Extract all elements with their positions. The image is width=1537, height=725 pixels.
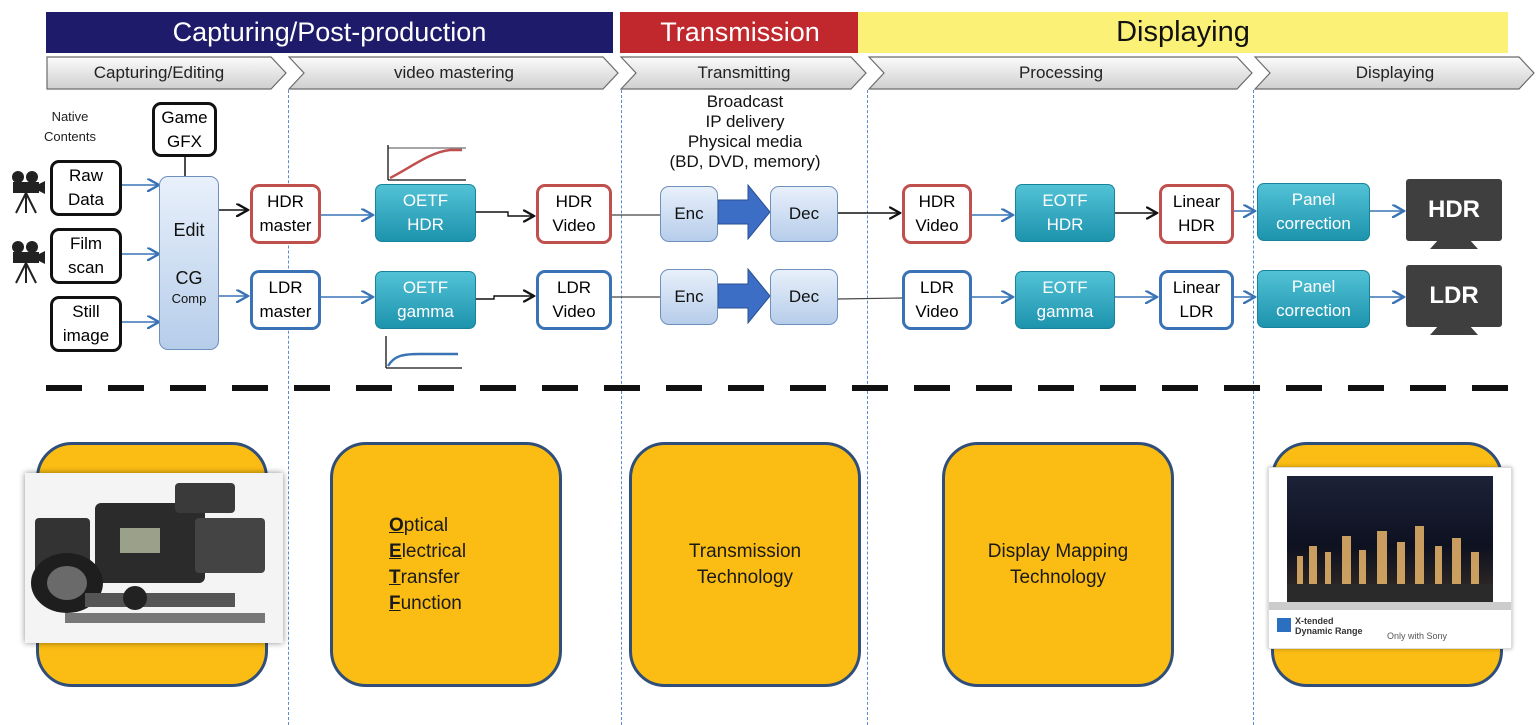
oetf-rest: unction bbox=[400, 592, 462, 614]
ldr-decoder: Dec bbox=[770, 269, 838, 325]
film-camera-icon bbox=[12, 171, 45, 214]
linear-hdr: Linear HDR bbox=[1159, 184, 1234, 244]
camera-card bbox=[25, 442, 283, 687]
ldr-curve-icon bbox=[385, 336, 462, 369]
phase-transmission: Transmission bbox=[620, 12, 860, 53]
oetf-initial: T bbox=[389, 566, 401, 588]
oetf-initial: E bbox=[389, 540, 402, 562]
eotf-gamma-block: EOTF gamma bbox=[1015, 271, 1115, 329]
hdr-curve-icon bbox=[387, 145, 466, 181]
still-image-source: Still image bbox=[50, 296, 122, 352]
stage-displaying: Displaying bbox=[1254, 56, 1536, 90]
stage-label: Processing bbox=[1018, 63, 1104, 82]
oetf-gamma-block: OETF gamma bbox=[375, 271, 476, 329]
stage-label: Transmitting bbox=[697, 63, 791, 82]
tv-brand-line1: X-tended bbox=[1295, 616, 1334, 626]
oetf-rest: ptical bbox=[403, 514, 449, 536]
ldr-video-out: LDR Video bbox=[536, 270, 612, 330]
hdr-video-out: HDR Video bbox=[536, 184, 612, 244]
comp-label: Comp bbox=[171, 291, 207, 306]
hdr-master: HDR master bbox=[250, 184, 321, 244]
cg-label: CG bbox=[175, 268, 203, 288]
edit-label: Edit bbox=[173, 220, 205, 240]
tv-card: X-tended Dynamic Range Only with Sony bbox=[1268, 442, 1512, 687]
hdr-display-label: HDR bbox=[1406, 179, 1502, 241]
stage-video-mastering: video mastering bbox=[288, 56, 620, 90]
phase-label: Transmission bbox=[660, 17, 820, 47]
stage-divider bbox=[867, 90, 868, 725]
oetf-initial: O bbox=[389, 514, 404, 536]
tv-tagline: Only with Sony bbox=[1387, 631, 1448, 641]
camera-photo bbox=[25, 473, 283, 643]
stage-label: Displaying bbox=[1355, 63, 1435, 82]
hdr-encoder: Enc bbox=[660, 186, 718, 242]
oetf-acronym: Optical Electrical Transfer Function bbox=[389, 513, 466, 617]
game-gfx-source: Game GFX bbox=[152, 102, 217, 157]
stage-divider bbox=[288, 90, 289, 725]
ldr-video-in: LDR Video bbox=[902, 270, 972, 330]
oetf-line: Transfer bbox=[389, 565, 466, 591]
stage-divider bbox=[621, 90, 622, 725]
stage-processing: Processing bbox=[868, 56, 1254, 90]
ldr-encoder: Enc bbox=[660, 269, 718, 325]
tv-photo: X-tended Dynamic Range Only with Sony bbox=[1268, 467, 1512, 649]
card-label: Display Mapping Technology bbox=[987, 540, 1129, 588]
linear-ldr: Linear LDR bbox=[1159, 270, 1234, 330]
panel-correction-ldr: Panel correction bbox=[1257, 270, 1370, 328]
native-contents-label: Native Contents bbox=[43, 109, 97, 144]
oetf-rest: ransfer bbox=[400, 566, 460, 588]
oetf-line: Optical bbox=[389, 513, 466, 539]
oetf-initial: F bbox=[389, 592, 401, 614]
oetf-card: Optical Electrical Transfer Function bbox=[330, 442, 562, 687]
eotf-hdr-block: EOTF HDR bbox=[1015, 184, 1115, 242]
transmission-media-label: Broadcast IP delivery Physical media (BD… bbox=[669, 92, 821, 171]
phase-capturing-post-production: Capturing/Post-production bbox=[46, 12, 613, 53]
hdr-decoder: Dec bbox=[770, 186, 838, 242]
phase-label: Capturing/Post-production bbox=[172, 17, 487, 47]
transmission-technology-card: Transmission Technology bbox=[629, 442, 861, 687]
oetf-line: Function bbox=[389, 591, 466, 617]
ldr-display-label: LDR bbox=[1406, 265, 1502, 327]
film-scan-source: Film scan bbox=[50, 228, 122, 284]
oetf-line: Electrical bbox=[389, 539, 466, 565]
oetf-rest: lectrical bbox=[401, 540, 467, 562]
card-label: Transmission Technology bbox=[688, 540, 802, 588]
stage-transmitting: Transmitting bbox=[620, 56, 868, 90]
stage-divider bbox=[1253, 90, 1254, 725]
tv-brand-line2: Dynamic Range bbox=[1295, 626, 1363, 636]
stage-label: video mastering bbox=[393, 63, 514, 82]
stage-label: Capturing/Editing bbox=[93, 63, 225, 82]
phase-displaying: Displaying bbox=[858, 12, 1508, 53]
edit-cg-comp-block: Edit CG Comp bbox=[159, 176, 219, 350]
display-mapping-card: Display Mapping Technology bbox=[942, 442, 1174, 687]
phase-label: Displaying bbox=[1116, 16, 1250, 48]
stage-capturing-editing: Capturing/Editing bbox=[46, 56, 288, 90]
ldr-master: LDR master bbox=[250, 270, 321, 330]
hdr-display-icon: HDR bbox=[1406, 179, 1502, 251]
film-camera-icon bbox=[12, 241, 45, 284]
hdr-video-in: HDR Video bbox=[902, 184, 972, 244]
ldr-display-icon: LDR bbox=[1406, 265, 1502, 337]
oetf-hdr-block: OETF HDR bbox=[375, 184, 476, 242]
panel-correction-hdr: Panel correction bbox=[1257, 183, 1370, 241]
raw-data-source: Raw Data bbox=[50, 160, 122, 216]
